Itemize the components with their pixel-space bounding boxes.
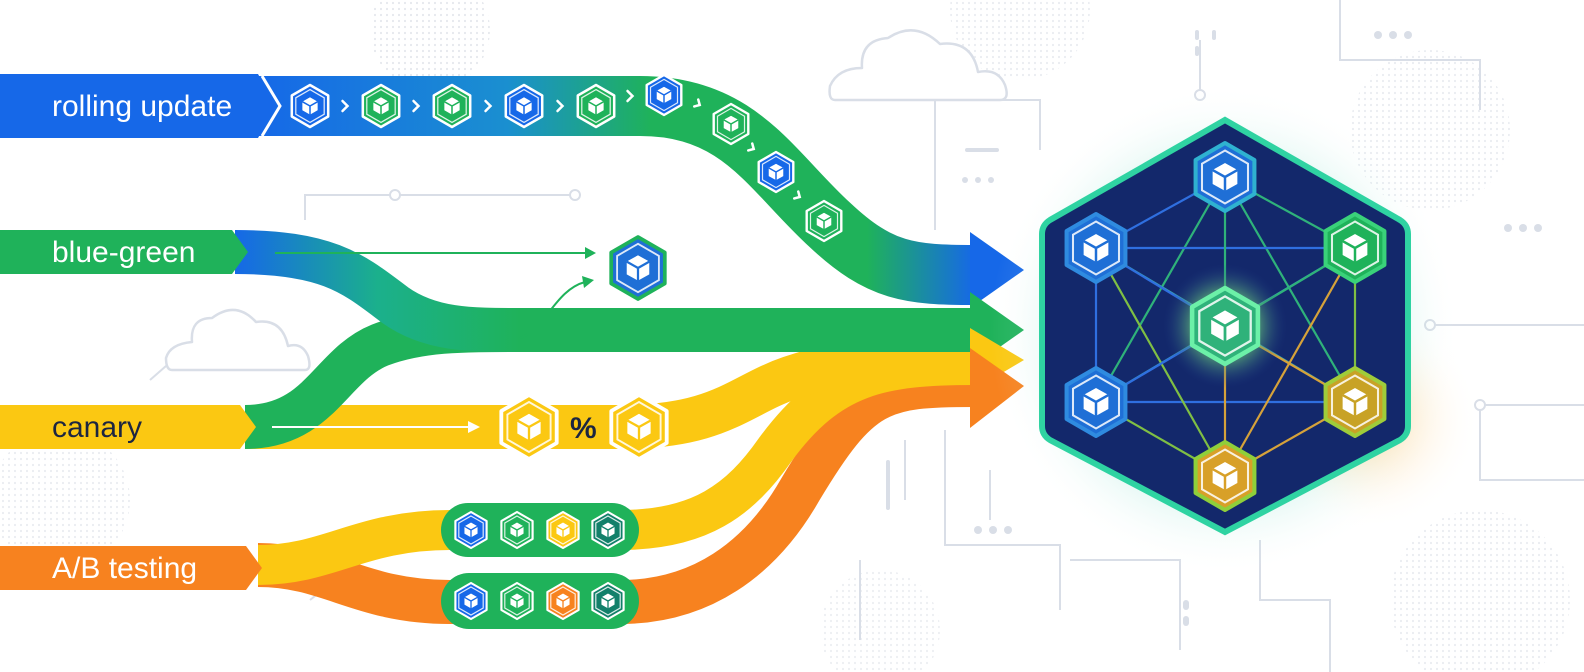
hub-connection [1095,247,1226,477]
bluegreen-target-node [609,235,667,301]
hub-connection [1224,247,1356,477]
label-bg-ab-testing [0,546,262,590]
hub-node [1323,365,1387,439]
label-bg-blue-green [0,230,248,274]
rolling-update-arrowhead [970,232,1024,308]
ab-node [546,581,580,621]
label-ab-testing: A/B testing [52,552,197,585]
ab-orange-flow [257,363,976,624]
hub-core-node [1189,285,1261,367]
canary-node [609,393,669,461]
rolling-node [645,73,683,117]
rolling-node [757,150,795,194]
ab-node [500,510,534,550]
hub-connection [1095,176,1226,403]
rolling-node [290,83,330,129]
rolling-node [805,199,843,243]
label-blue-green: blue-green [52,236,195,269]
hub-node [1193,439,1257,513]
ab-node [454,581,488,621]
hub-node [1193,140,1257,214]
ab-node [500,581,534,621]
canary-percent-symbol: % [570,412,597,445]
chevron-right-icon [484,99,493,113]
deployment-nodes [290,73,843,629]
canary-flow [245,333,976,449]
label-canary: canary [52,411,142,444]
bluegreen-blue-flow [234,230,521,352]
rolling-node [361,83,401,129]
label-bg-rolling-update [0,74,276,138]
ab-node [546,510,580,550]
hub-node [1064,365,1128,439]
chevron-right-icon [693,98,702,108]
ab-node [454,510,488,550]
rolling-node [432,83,472,129]
ab-variant-b-pill [441,573,639,629]
label-rolling-update: rolling update [52,90,232,123]
chevron-right-icon [793,190,802,200]
ab-node [591,510,625,550]
ab-variant-a-pill [441,503,639,557]
strategy-labels: rolling update blue-green canary A/B tes… [0,74,282,590]
ab-node [591,581,625,621]
chevron-right-icon [626,89,635,103]
rolling-node [504,83,544,129]
chevron-right-icon [412,99,421,113]
hub-connection [1224,176,1356,403]
rolling-node [576,83,616,129]
hub-node [1064,211,1128,285]
chevron-right-icon [341,99,350,113]
hub-node [1323,211,1387,285]
rolling-node [712,102,750,146]
guide-arrows [272,247,596,433]
canary-node [499,393,559,461]
chevron-right-icon [747,142,756,152]
label-bg-canary [0,405,256,449]
cluster-hub [990,85,1480,575]
chevron-right-icon [556,99,565,113]
